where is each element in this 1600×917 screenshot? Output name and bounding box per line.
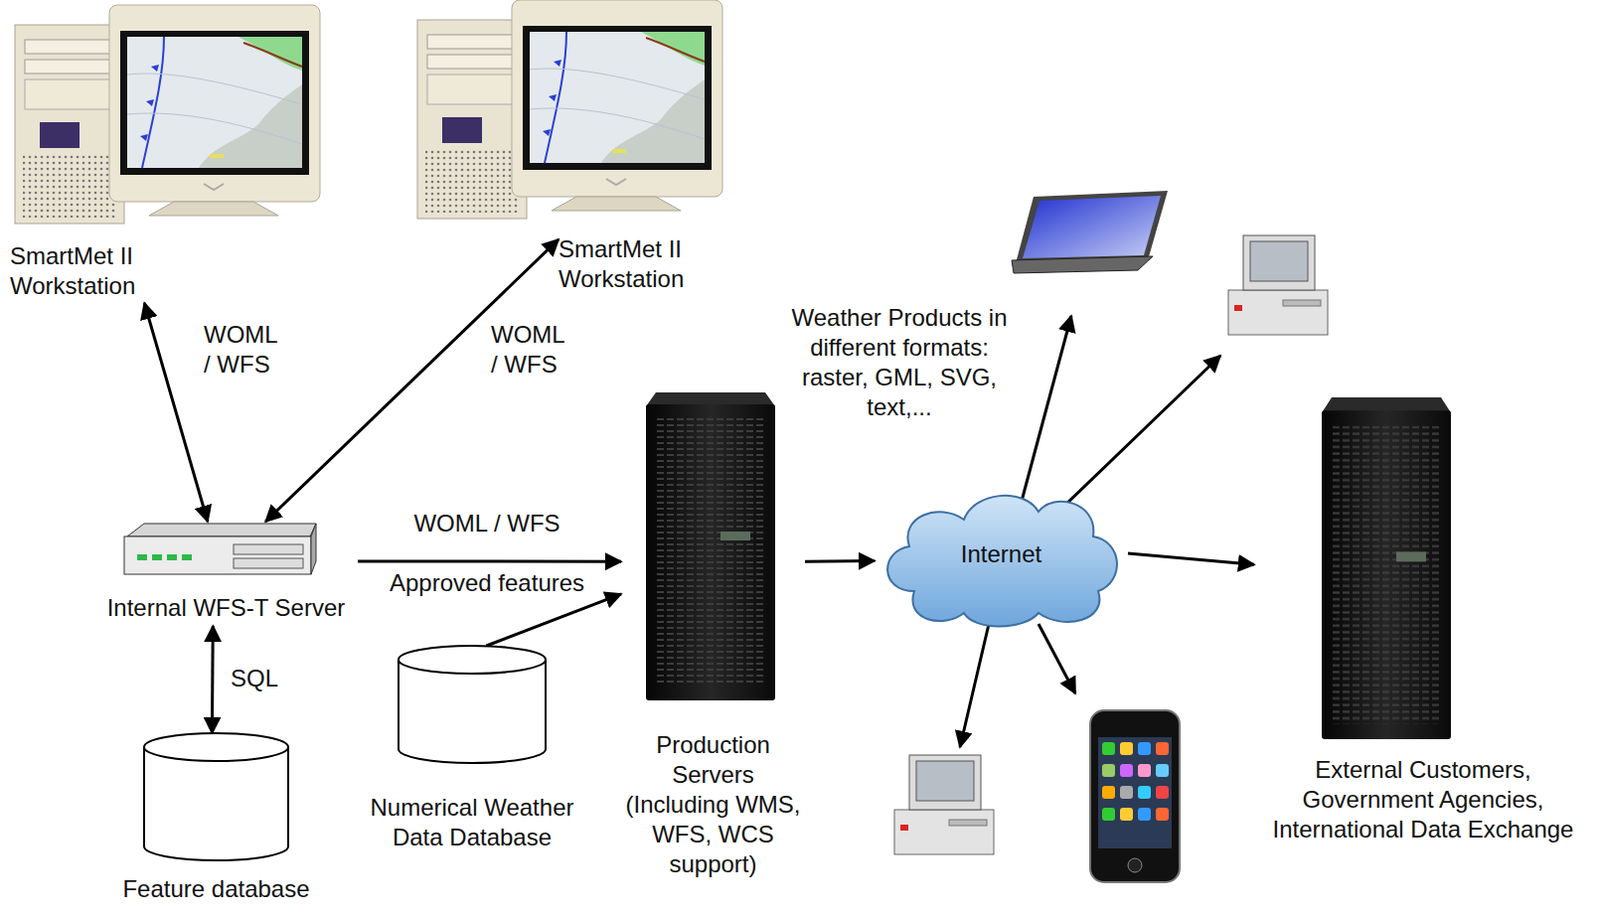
node-label: SmartMet II Workstation (558, 234, 723, 295)
internet-cloud: Internet (874, 481, 1128, 632)
cylinder-outline (142, 731, 291, 863)
edge-label-box: SQL (230, 663, 301, 694)
connector-arrow (804, 559, 875, 564)
server-box (124, 523, 317, 575)
server-node: Internal WFS-T Server (94, 521, 358, 627)
connector-arrow (265, 239, 559, 522)
node-label: External Customers, Government Agencies,… (1254, 755, 1593, 845)
external-server: External Customers, Government Agencies,… (1254, 397, 1593, 850)
note-label: Weather Products in different formats: r… (792, 304, 1008, 421)
workstation-picture (417, 0, 723, 219)
edge-label: WOML / WFS (413, 509, 560, 537)
desktop-computer (894, 755, 994, 855)
edge-label-box: WOML / WFS (490, 320, 576, 380)
node-label: Production Servers (Including WMS, WFS, … (621, 730, 805, 880)
workstation-label: SmartMet II Workstation (9, 241, 174, 304)
desktop-computer (1228, 235, 1328, 335)
connector-arrow (357, 559, 622, 563)
workstation-picture (14, 4, 320, 224)
node-label: Internal WFS-T Server (94, 593, 358, 624)
connector-arrow (144, 303, 208, 522)
connector-arrow (1127, 553, 1255, 565)
connector-arrow (210, 626, 215, 734)
note-label: Approved features (389, 569, 585, 597)
database-cylinder: Numerical Weather Data Database (352, 645, 592, 857)
node-label: Feature database (114, 874, 319, 905)
edge-label: WOML / WFS (203, 320, 279, 378)
note-label-box: Approved features (372, 568, 602, 599)
workstation-label: SmartMet II Workstation (558, 234, 723, 297)
node-label: Numerical Weather Data Database (352, 793, 592, 853)
node-label: SmartMet II Workstation (9, 241, 174, 302)
rack-server (645, 392, 776, 701)
smartphone (1090, 710, 1180, 883)
laptop (1011, 190, 1168, 274)
node-label: Internet (874, 539, 1128, 570)
production-server: Production Servers (Including WMS, WFS, … (621, 392, 805, 885)
edge-label: SQL (230, 664, 279, 692)
cylinder-outline (396, 643, 548, 766)
edge-label-box: WOML / WFS (377, 508, 597, 539)
rack-server (1321, 397, 1451, 740)
note-label-box: Weather Products in different formats: r… (780, 303, 1019, 423)
edge-label-box: WOML / WFS (203, 320, 289, 380)
database-cylinder: Feature database (114, 733, 319, 908)
connector-arrow (485, 594, 622, 646)
edge-label: WOML / WFS (490, 320, 566, 378)
